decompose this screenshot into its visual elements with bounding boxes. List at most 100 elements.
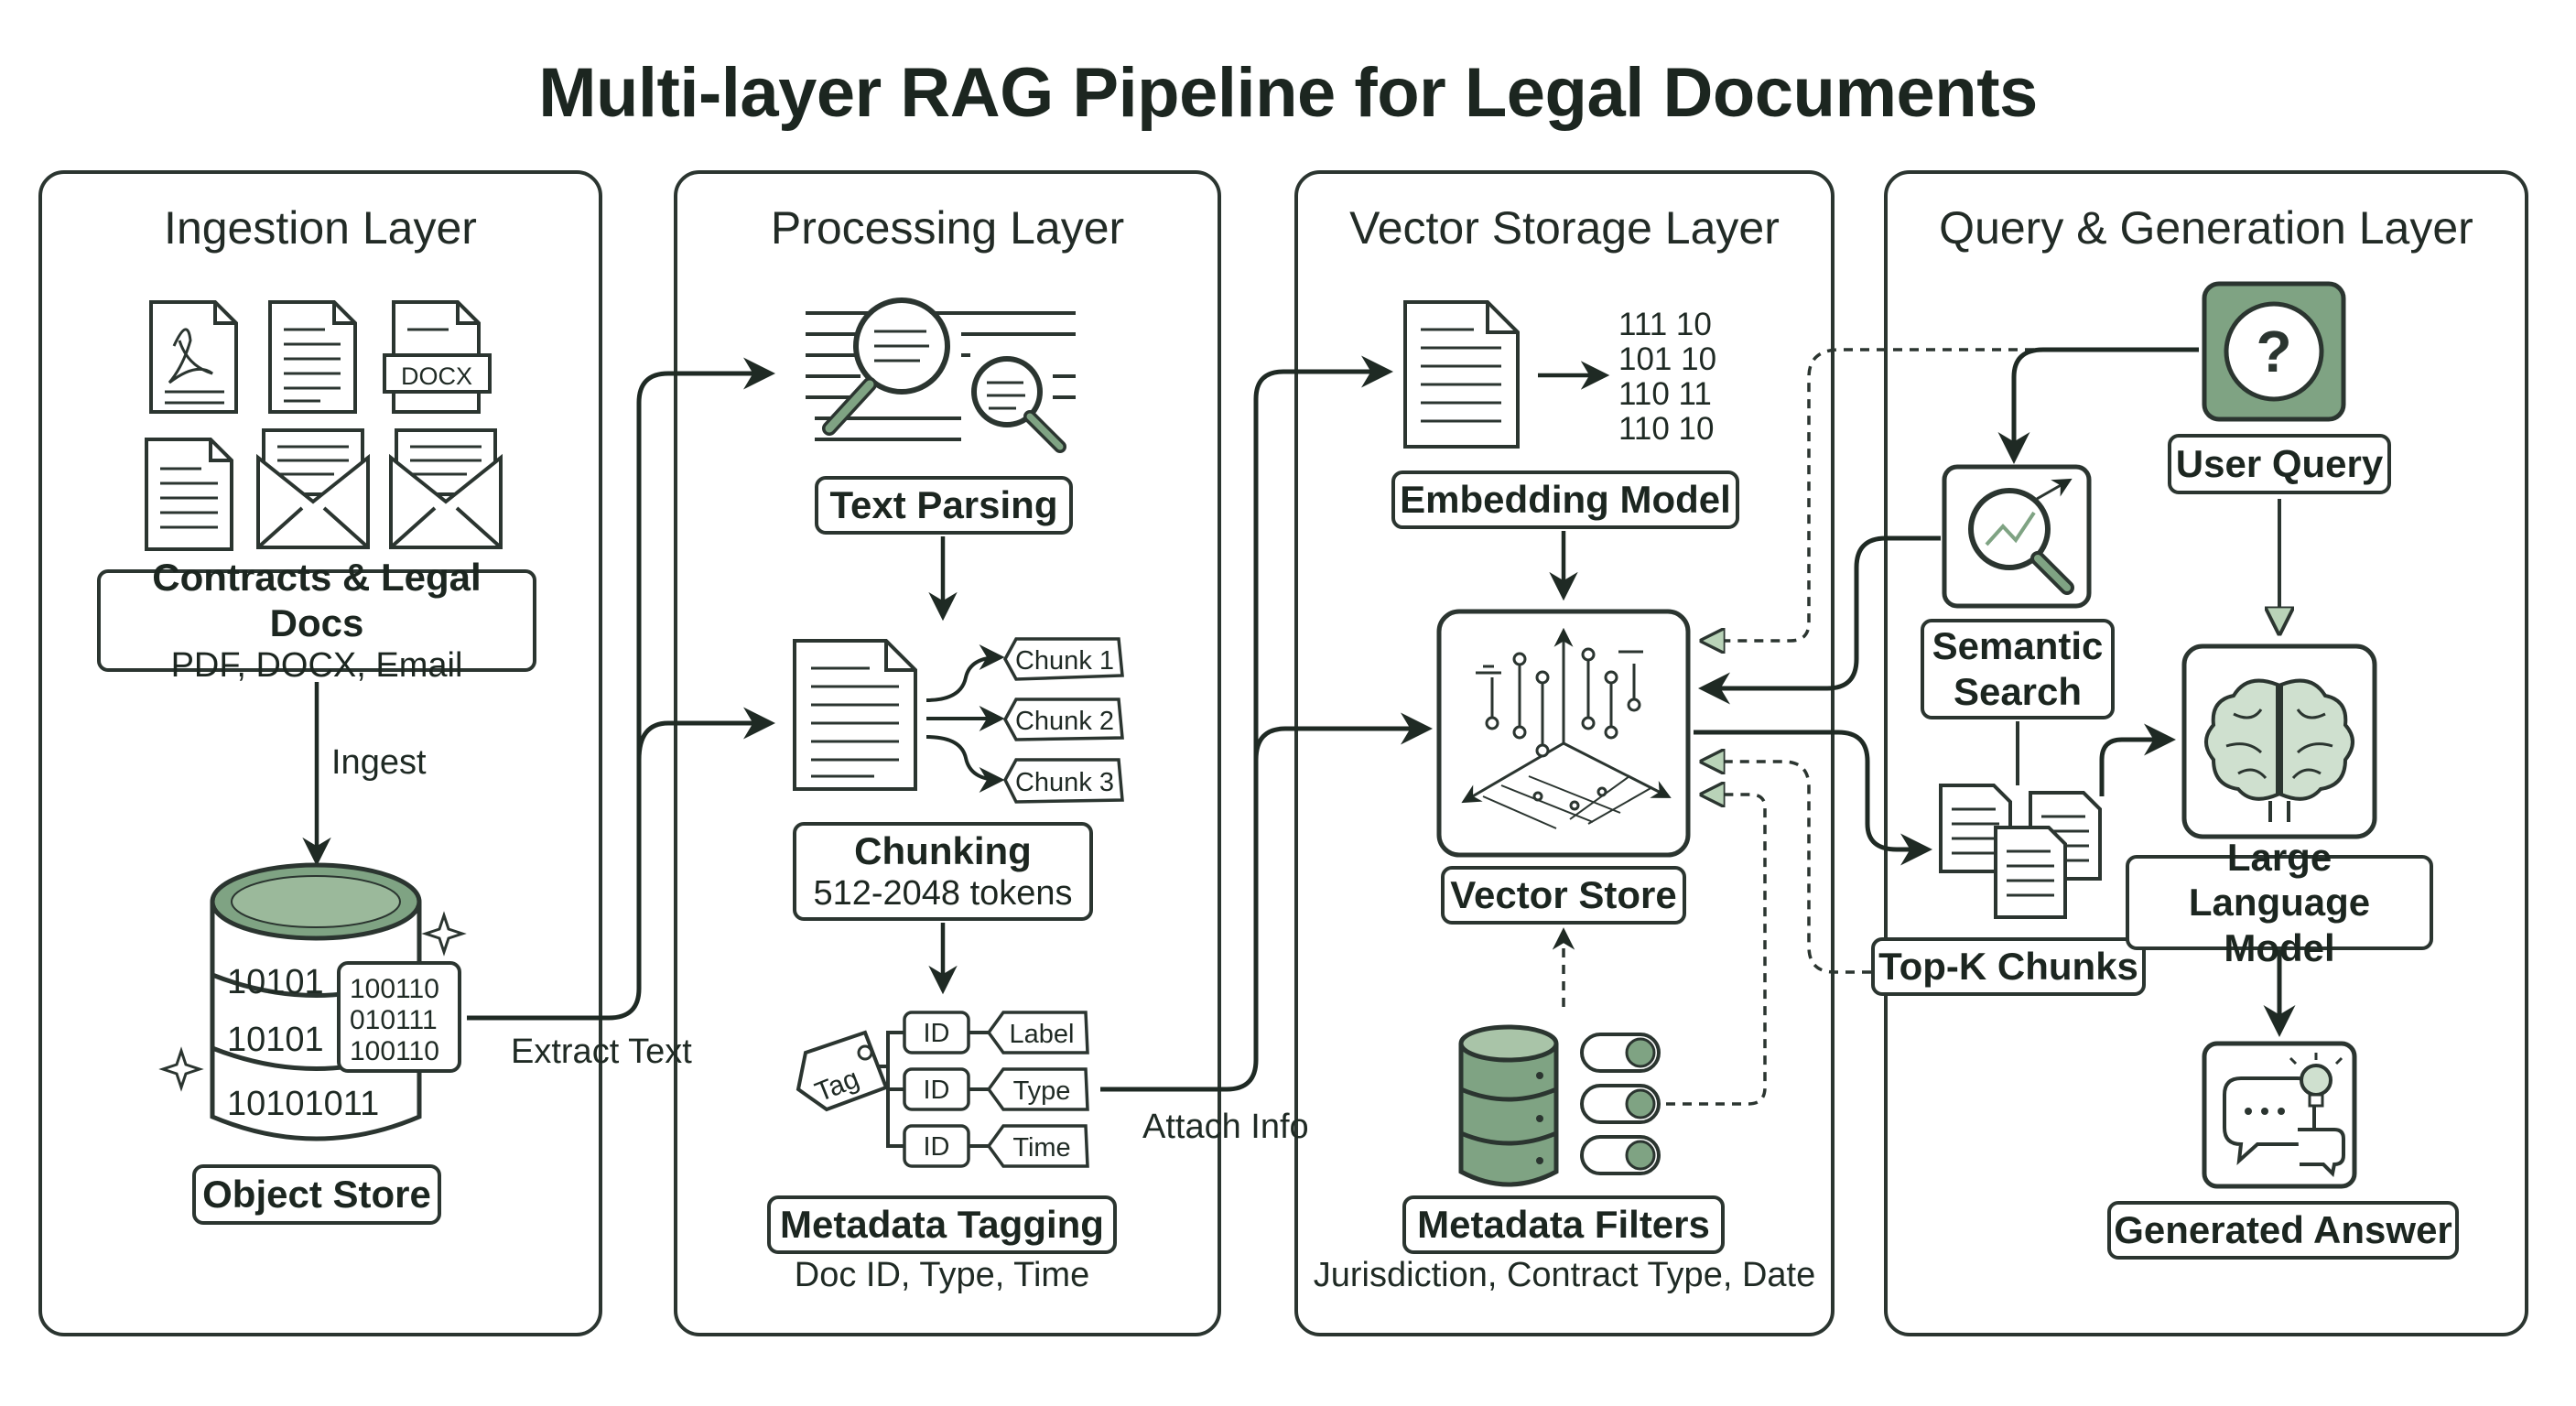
text-document-icon-2 <box>145 438 233 551</box>
binary-row-2: 101 10 <box>1618 341 1716 377</box>
query-generation-layer-panel <box>1884 170 2528 1336</box>
answer-chat-icon <box>2202 1041 2357 1189</box>
text-parsing-label: Text Parsing <box>829 483 1058 527</box>
db-bits-right-2: 010111 <box>350 1005 438 1035</box>
extract-text-arrow-2 <box>636 707 775 761</box>
metadata-field-label: Label <box>986 1011 1089 1054</box>
vector-storage-layer-title: Vector Storage Layer <box>1349 202 1780 254</box>
chunk-1-label: Chunk 1 <box>1015 646 1114 676</box>
semantic-search-icon <box>1942 464 2092 609</box>
object-store-label: Object Store <box>202 1173 431 1217</box>
attach-info-arrow-2 <box>1253 712 1433 761</box>
large-language-model-label: Large Language Model <box>2188 835 2371 969</box>
chunk-split-arrows <box>925 644 1005 793</box>
chunking-document-icon <box>793 639 917 791</box>
chunk-tag-1: Chunk 1 <box>1003 637 1124 681</box>
ingestion-layer-title: Ingestion Layer <box>164 202 477 254</box>
object-store-box: Object Store <box>192 1164 441 1225</box>
metadata-tree-lines <box>877 1031 989 1148</box>
email-envelope-icon <box>256 428 370 549</box>
db-bits-right-3: 100110 <box>350 1036 439 1066</box>
metadata-filters-label: Metadata Filters <box>1417 1203 1710 1247</box>
search-to-store-arrow <box>1698 535 1941 705</box>
processing-layer-title: Processing Layer <box>770 202 1125 254</box>
binary-row-3: 110 11 <box>1618 376 1712 412</box>
diagram-title: Multi-layer RAG Pipeline for Legal Docum… <box>538 54 2038 132</box>
metadata-tagging-label: Metadata Tagging <box>780 1203 1104 1247</box>
metadata-field-time: Time <box>986 1124 1089 1168</box>
topk-to-store-dashed-arrow <box>1705 762 1871 974</box>
query-to-store-dashed-arrow <box>1705 348 2199 641</box>
db-bits-row-2: 10101 <box>227 1021 324 1059</box>
embedding-document-icon <box>1403 300 1520 449</box>
vector-store-plot-icon <box>1436 609 1691 858</box>
object-store-database-icon: 10101 10101 10101011 100110 010111 10011… <box>210 862 461 1141</box>
contracts-formats: PDF, DOCX, Email <box>170 646 463 686</box>
text-parsing-box: Text Parsing <box>815 476 1073 535</box>
text-parsing-magnifier-icon <box>806 297 1076 453</box>
vector-storage-layer-panel <box>1294 170 1835 1336</box>
id-label-2: ID <box>924 1076 950 1105</box>
metadata-tag-icon: Tag <box>796 1030 889 1112</box>
filter-toggle-2 <box>1580 1084 1661 1124</box>
question-mark: ? <box>2256 319 2291 384</box>
semantic-search-box: Semantic Search <box>1921 619 2115 719</box>
filter-toggle-3 <box>1580 1135 1661 1175</box>
metadata-filters-box: Metadata Filters <box>1402 1195 1725 1254</box>
vector-store-box: Vector Store <box>1441 866 1686 925</box>
embedding-model-label: Embedding Model <box>1400 478 1731 522</box>
extract-text-arrow <box>467 357 775 1021</box>
vector-store-label: Vector Store <box>1450 873 1677 917</box>
chunk-tag-3: Chunk 3 <box>1003 758 1124 804</box>
processing-layer-panel <box>674 170 1221 1336</box>
contracts-title: Contracts & Legal Docs <box>152 556 482 644</box>
generated-answer-label: Generated Answer <box>2114 1208 2452 1252</box>
query-generation-layer-title: Query & Generation Layer <box>1939 202 2473 254</box>
metadata-filters-database-icon <box>1458 1024 1559 1187</box>
metadata-id-box-3: ID <box>903 1124 970 1168</box>
chunk-2-label: Chunk 2 <box>1015 707 1114 736</box>
binary-row-4: 110 10 <box>1618 411 1714 447</box>
pdf-document-icon <box>149 300 238 414</box>
chunking-box: Chunking 512-2048 tokens <box>793 822 1093 921</box>
metadata-tagging-fields: Doc ID, Type, Time <box>794 1256 1090 1294</box>
top-k-chunks-box: Top-K Chunks <box>1871 937 2146 996</box>
id-label-3: ID <box>924 1132 950 1162</box>
chunking-tokens: 512-2048 tokens <box>813 874 1073 914</box>
attach-info-arrow <box>1100 355 1393 1092</box>
docx-document-icon: DOCX <box>383 300 492 414</box>
sparkle-icon-2 <box>158 1046 204 1092</box>
extract-text-label: Extract Text <box>511 1033 692 1071</box>
large-language-model-box: Large Language Model <box>2126 836 2433 969</box>
chunks-to-llm-arrow <box>2099 723 2176 796</box>
sparkle-icon <box>421 911 467 957</box>
id-label-1: ID <box>924 1019 950 1048</box>
store-to-topk-arrow <box>1694 730 1932 866</box>
chunk-tag-2: Chunk 2 <box>1003 698 1124 741</box>
ingestion-layer-panel <box>38 170 602 1336</box>
top-k-chunks-label: Top-K Chunks <box>1878 945 2138 989</box>
metadata-id-box-1: ID <box>903 1011 970 1054</box>
binary-row-1: 111 10 <box>1618 307 1712 342</box>
attach-info-label: Attach Info <box>1142 1108 1309 1146</box>
filter-toggle-1 <box>1580 1033 1661 1073</box>
query-to-search-arrow <box>1997 347 2199 464</box>
field-label-text: Label <box>1010 1020 1075 1049</box>
db-bits-row-1: 10101 <box>227 963 324 1001</box>
metadata-id-box-2: ID <box>903 1067 970 1111</box>
user-query-box: User Query <box>2168 434 2391 494</box>
top-k-documents-icon <box>1939 784 2102 919</box>
embedding-model-box: Embedding Model <box>1391 470 1739 529</box>
ingest-label: Ingest <box>331 743 427 782</box>
contracts-legal-docs-box: Contracts & Legal Docs PDF, DOCX, Email <box>97 556 536 685</box>
field-time-text: Time <box>1012 1133 1070 1163</box>
db-bits-row-3: 10101011 <box>227 1085 379 1123</box>
text-document-icon <box>268 300 357 414</box>
user-query-label: User Query <box>2175 442 2384 486</box>
llm-brain-icon <box>2181 644 2377 839</box>
generated-answer-box: Generated Answer <box>2107 1201 2459 1260</box>
docx-label: DOCX <box>401 362 472 390</box>
chunk-3-label: Chunk 3 <box>1015 768 1114 797</box>
db-bits-right-1: 100110 <box>350 974 439 1004</box>
